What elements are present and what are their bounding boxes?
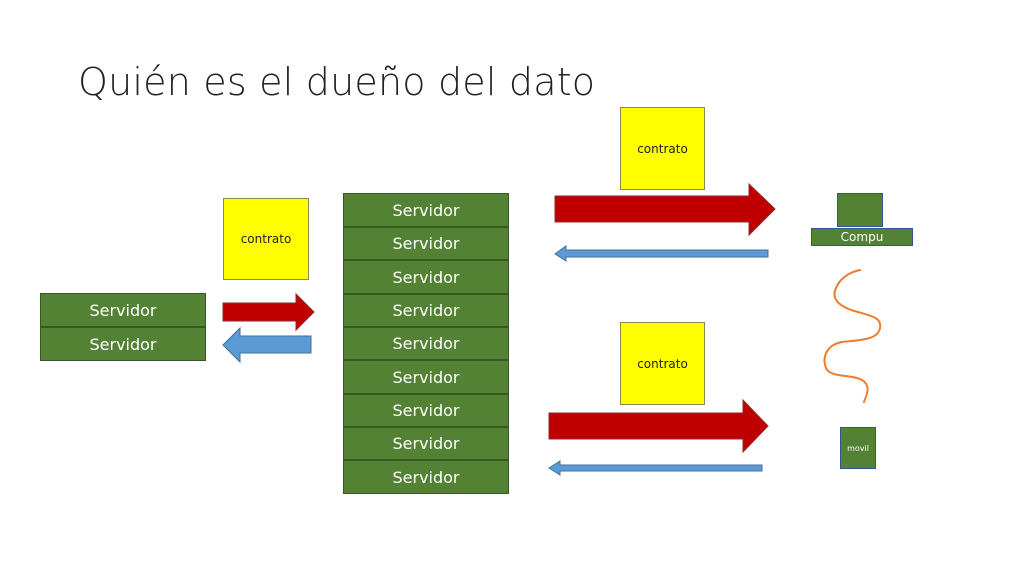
- slide-title: Quién es el dueño del dato: [78, 60, 596, 104]
- center-server-4: Servidor: [343, 294, 509, 327]
- mobile-device-icon: movil: [840, 427, 876, 469]
- arrow-left-bottom: [548, 460, 763, 476]
- contract-bottom-right: contrato: [620, 322, 705, 405]
- center-server-3: Servidor: [343, 260, 509, 294]
- contract-left: contrato: [223, 198, 309, 280]
- center-server-2: Servidor: [343, 227, 509, 260]
- arrow-right-left: [222, 292, 315, 332]
- center-server-7: Servidor: [343, 394, 509, 427]
- arrow-right-bottom: [548, 398, 769, 454]
- left-server-2: Servidor: [40, 327, 206, 361]
- left-server-1: Servidor: [40, 293, 206, 327]
- arrow-left-top: [554, 245, 769, 262]
- arrow-left-left: [222, 326, 312, 364]
- center-server-5: Servidor: [343, 327, 509, 360]
- computer-screen-icon: [837, 193, 883, 227]
- center-server-8: Servidor: [343, 427, 509, 460]
- arrow-right-top: [554, 182, 776, 237]
- cable-line: [823, 269, 882, 403]
- center-server-9: Servidor: [343, 460, 509, 494]
- computer-label: Compu: [811, 228, 913, 246]
- center-server-1: Servidor: [343, 193, 509, 227]
- contract-top-right: contrato: [620, 107, 705, 190]
- mobile-label: movil: [847, 443, 869, 453]
- center-server-6: Servidor: [343, 360, 509, 394]
